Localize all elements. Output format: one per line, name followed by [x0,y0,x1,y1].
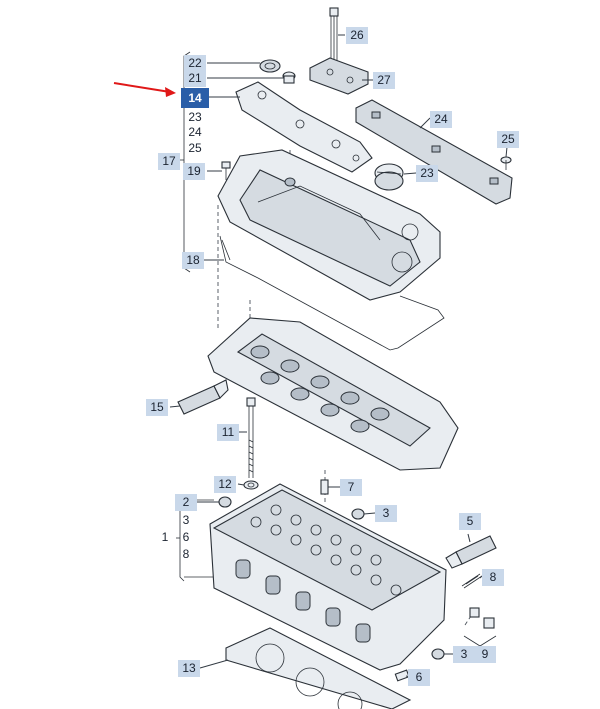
screw-19 [221,161,231,180]
callout-7: 7 [340,479,362,496]
callout-6: 6 [408,669,430,686]
callout-17: 17 [158,153,180,170]
callout-27: 27 [373,72,395,89]
callout-6-list: 6 [182,530,190,544]
callout-19: 19 [183,163,205,180]
callout-8-list: 8 [182,547,190,561]
cover-strip-24 [355,99,513,205]
gasket-strip-14 [235,81,373,173]
callout-18: 18 [182,252,204,269]
camshaft-housing [207,317,459,471]
valve-seats [250,504,402,596]
callout-8: 8 [482,569,504,586]
sealant-tube-15 [177,379,229,415]
callout-15: 15 [146,399,168,416]
plug-3-bottom [431,648,445,660]
plug-3-top [351,508,365,520]
callout-2: 2 [175,494,197,511]
callout-24: 24 [430,111,452,128]
callout-3-list: 3 [182,513,190,527]
gasket-18 [219,235,445,351]
callout-25: 25 [497,131,519,148]
callout-25-list: 25 [188,141,202,155]
callout-14-highlighted: 14 [181,88,209,108]
head-gasket-13 [225,627,412,709]
callout-13: 13 [178,660,200,677]
leader-lines [169,34,508,678]
pin-7 [320,479,329,495]
bracket-27 [309,57,369,95]
screw-25 [500,156,512,170]
seal-22 [259,59,281,73]
bolt-11 [246,397,256,478]
callout-12: 12 [214,476,236,493]
washer-12 [243,480,259,490]
cap-21 [282,71,296,84]
sealant-tube-5 [445,535,497,569]
dowel-6 [394,669,410,682]
callout-3: 3 [375,505,397,522]
cylinder-head [209,483,447,671]
callout-22: 22 [184,55,206,72]
valve-cover [217,149,441,301]
callout-9: 9 [474,646,496,663]
callout-1: 1 [161,530,169,544]
bolt-26 [329,7,339,62]
fittings-9 [463,607,497,647]
callout-3-bottom: 3 [453,646,475,663]
callout-21: 21 [184,70,206,87]
red-pointer-arrow [113,82,176,97]
oil-cap-23 [374,163,404,191]
callout-23: 23 [416,165,438,182]
callout-24-list: 24 [188,125,202,139]
callout-5: 5 [459,513,481,530]
callout-23-list: 23 [188,110,202,124]
callout-26: 26 [346,27,368,44]
plug-2 [218,496,232,508]
callout-11: 11 [217,424,239,441]
camshaft-lobes [250,345,390,433]
spring-8 [461,573,483,589]
exhaust-ports [235,559,371,643]
